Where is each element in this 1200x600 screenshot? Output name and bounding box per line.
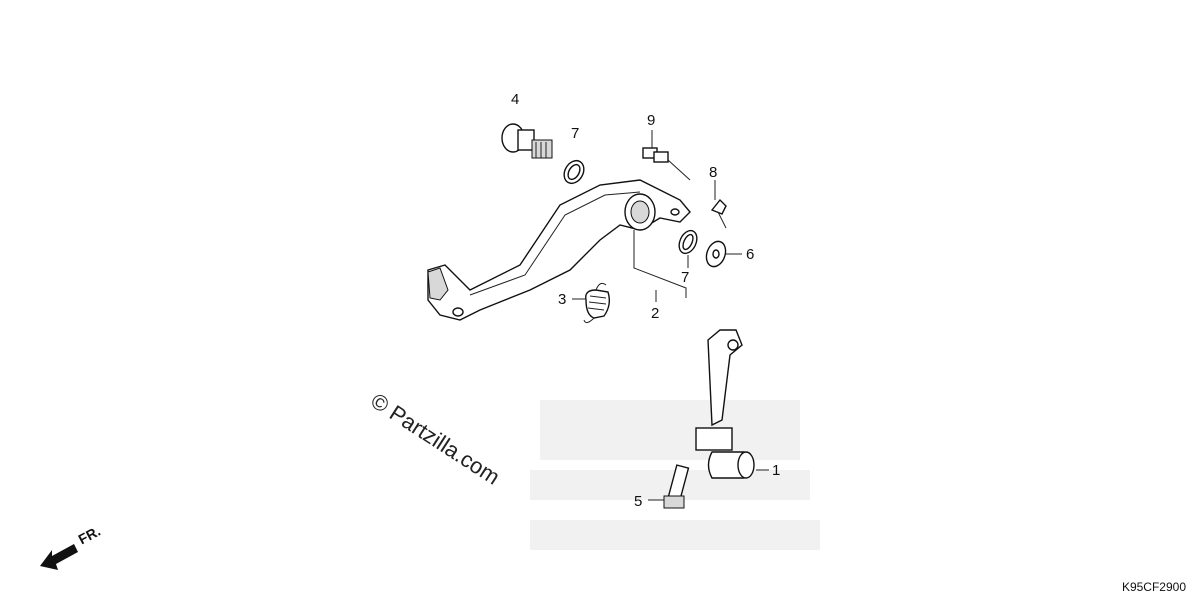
callout-7-lower: 7 <box>681 269 689 286</box>
callout-3: 3 <box>558 291 566 308</box>
callout-9: 9 <box>647 112 655 129</box>
background-logo-dots <box>530 400 820 550</box>
leader-lines <box>572 130 769 501</box>
clevis-pin-part <box>642 147 669 163</box>
mounting-bolt-part <box>663 464 690 509</box>
callout-4: 4 <box>511 91 519 108</box>
return-spring-part <box>583 282 611 324</box>
callout-1: 1 <box>772 462 780 479</box>
front-direction-arrow-icon <box>40 544 78 570</box>
cotter-pin-part <box>710 198 727 229</box>
pivot-bolt-part <box>501 123 553 159</box>
callout-2: 2 <box>651 305 659 322</box>
diagram-reference-code: K95CF2900 <box>1121 580 1186 594</box>
callout-8: 8 <box>709 164 717 181</box>
brake-pedal-part <box>427 179 691 321</box>
rod-arm-part <box>695 329 755 479</box>
washer-part <box>705 240 727 268</box>
callout-7-upper: 7 <box>571 125 579 142</box>
callout-6: 6 <box>746 246 754 263</box>
callout-5: 5 <box>634 493 642 510</box>
